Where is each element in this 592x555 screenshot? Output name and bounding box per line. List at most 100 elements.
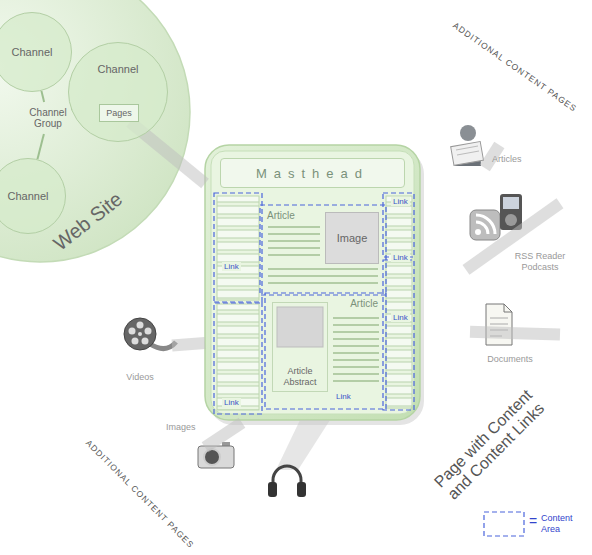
node-text: Channel: [98, 63, 139, 75]
link-label: Link: [391, 253, 410, 262]
articles-icon: [460, 125, 476, 141]
articles-icon: [456, 146, 478, 150]
link-label: Link: [391, 313, 410, 322]
website-sphere: [0, 0, 190, 262]
rss-podcast-icon: [470, 210, 500, 240]
link-label: Link: [334, 392, 353, 401]
node-text: RSS Reader Podcasts: [510, 251, 570, 272]
channel-circle: Channel: [0, 158, 66, 234]
headphones-icon: [268, 482, 277, 497]
page-frame: [211, 151, 414, 414]
content-type-icon: RSS Reader Podcasts: [466, 192, 570, 274]
headphones-icon: [297, 482, 306, 497]
node-text: Page with Content and Content Links: [424, 379, 556, 511]
text-lines: [268, 268, 378, 289]
content-area: [214, 302, 262, 414]
articles-icon: [451, 142, 484, 166]
section-caption: ADDITIONAL CONTENT PAGES: [447, 17, 584, 117]
content-type-icon: Videos: [108, 312, 172, 384]
document-icon: [490, 324, 508, 325]
link-label: Link: [391, 197, 410, 206]
page-frame: [205, 145, 420, 420]
camera-icon: [198, 446, 234, 468]
pages-box: Pages: [99, 104, 139, 122]
legend-text: Content Area: [541, 513, 587, 535]
content-area: [214, 193, 414, 414]
legend-swatch-shape: [484, 512, 524, 536]
abstract-picture: [277, 307, 323, 347]
rss-podcast-icon: [505, 214, 517, 226]
content-type-icon: Articles: [450, 120, 550, 168]
node-text: Videos: [126, 372, 153, 382]
node-text: Image: [337, 232, 368, 244]
abstract-picture: [277, 307, 323, 347]
node-text: Article: [267, 210, 295, 221]
article-abstract-box: Article Abstract: [272, 302, 328, 392]
content-beam: [470, 332, 560, 335]
camera-icon: [204, 449, 220, 465]
page-frame: [205, 145, 420, 420]
content-area: [265, 293, 386, 409]
legend-equals: =: [529, 513, 537, 529]
articles-icon: [451, 125, 484, 166]
link-label: Link: [222, 398, 241, 407]
node-text: Articles: [492, 154, 522, 164]
text-lines: [333, 316, 379, 386]
link-columns: [386, 196, 412, 408]
content-type-icon: Images: [160, 422, 242, 478]
link-columns: [217, 196, 259, 300]
film-reel-icon: [124, 318, 156, 350]
content-page: Page with Content and Content Links Masth…: [205, 145, 560, 513]
document-icon: [490, 318, 508, 319]
content-area: [260, 205, 386, 295]
rss-podcast-icon: [503, 197, 519, 209]
page-shadow: [209, 150, 424, 425]
film-reel-icon: [138, 332, 142, 336]
masthead-box: Masthead: [220, 158, 405, 188]
content-area: [214, 193, 262, 303]
node-text: Channel: [8, 190, 49, 202]
node-text: Channel Group: [24, 107, 72, 130]
link-columns: [217, 304, 259, 410]
text-lines: [268, 226, 320, 259]
website-sphere-node: Web SiteChannelChannel GroupChannelPages…: [0, 0, 190, 262]
connector-line: [41, 91, 44, 102]
node-text: Pages: [106, 108, 132, 118]
film-reel-icon: [132, 338, 139, 345]
page-shadow: [209, 150, 424, 425]
node-text: Images: [166, 422, 196, 432]
channel-circle: Channel: [0, 12, 72, 92]
film-reel-icon: [145, 328, 152, 335]
section-caption: ADDITIONAL CONTENT PAGES: [83, 437, 196, 550]
audio-beam: [276, 420, 330, 470]
connector-line: [37, 134, 43, 159]
node-text: Documents: [487, 354, 533, 364]
audio-beam: [276, 420, 330, 470]
headphones-icon: [268, 466, 306, 497]
rss-podcast-icon: [500, 194, 522, 230]
website-sphere: [0, 0, 190, 262]
film-reel-icon: [124, 318, 176, 350]
node-text: Article Abstract: [275, 366, 325, 387]
channel-group-label: Channel Group: [24, 102, 72, 134]
image-box: Image: [325, 212, 379, 264]
film-reel-icon: [142, 338, 149, 345]
articles-icon: [457, 151, 479, 155]
content-area: [383, 260, 414, 410]
headphones-icon: [273, 466, 301, 490]
article-area: ArticleArticle Abstract: [268, 296, 383, 406]
node-text: Masthead: [256, 166, 369, 181]
film-reel-icon: [137, 322, 144, 329]
rss-podcast-icon: [475, 229, 481, 235]
content-type-icon: Documents: [470, 300, 550, 366]
legend-entry: Content Area: [483, 511, 587, 537]
film-reel-icon: [129, 328, 136, 335]
legend-swatch: [483, 511, 525, 537]
content-area: [383, 193, 414, 257]
content-beam: [205, 423, 242, 448]
rss-podcast-icon: [476, 222, 488, 234]
node-text: Channel: [12, 46, 53, 58]
channel-circle: ChannelPages: [68, 42, 168, 142]
article-area: ArticleImage: [263, 208, 383, 292]
